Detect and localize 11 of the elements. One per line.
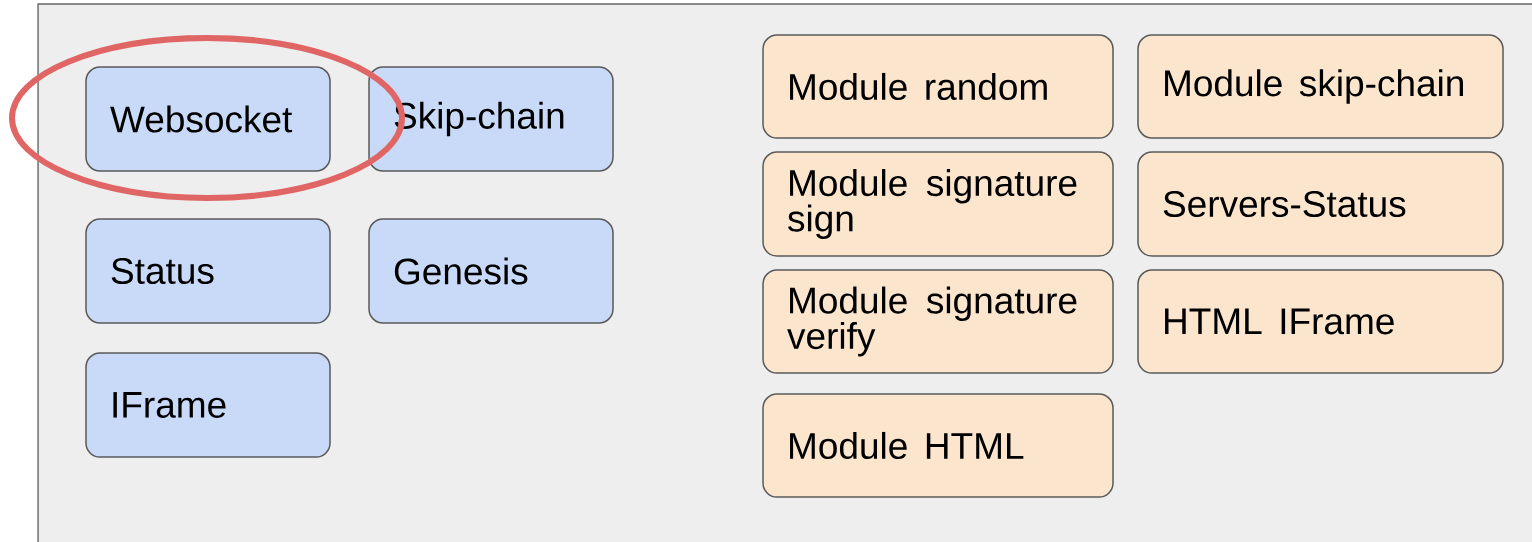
component-box: Genesis xyxy=(368,218,614,324)
module-box: Servers-Status xyxy=(1137,151,1504,257)
module-box: Module signature verify xyxy=(762,269,1114,374)
module-box: Module HTML xyxy=(762,393,1114,498)
component-box: IFrame xyxy=(85,352,331,458)
component-box: Status xyxy=(85,218,331,324)
module-box: Module skip-chain xyxy=(1137,34,1504,139)
module-box: HTML IFrame xyxy=(1137,269,1504,374)
module-box: Module signature sign xyxy=(762,151,1114,257)
component-box: Websocket xyxy=(85,66,331,172)
module-box: Module random xyxy=(762,34,1114,139)
